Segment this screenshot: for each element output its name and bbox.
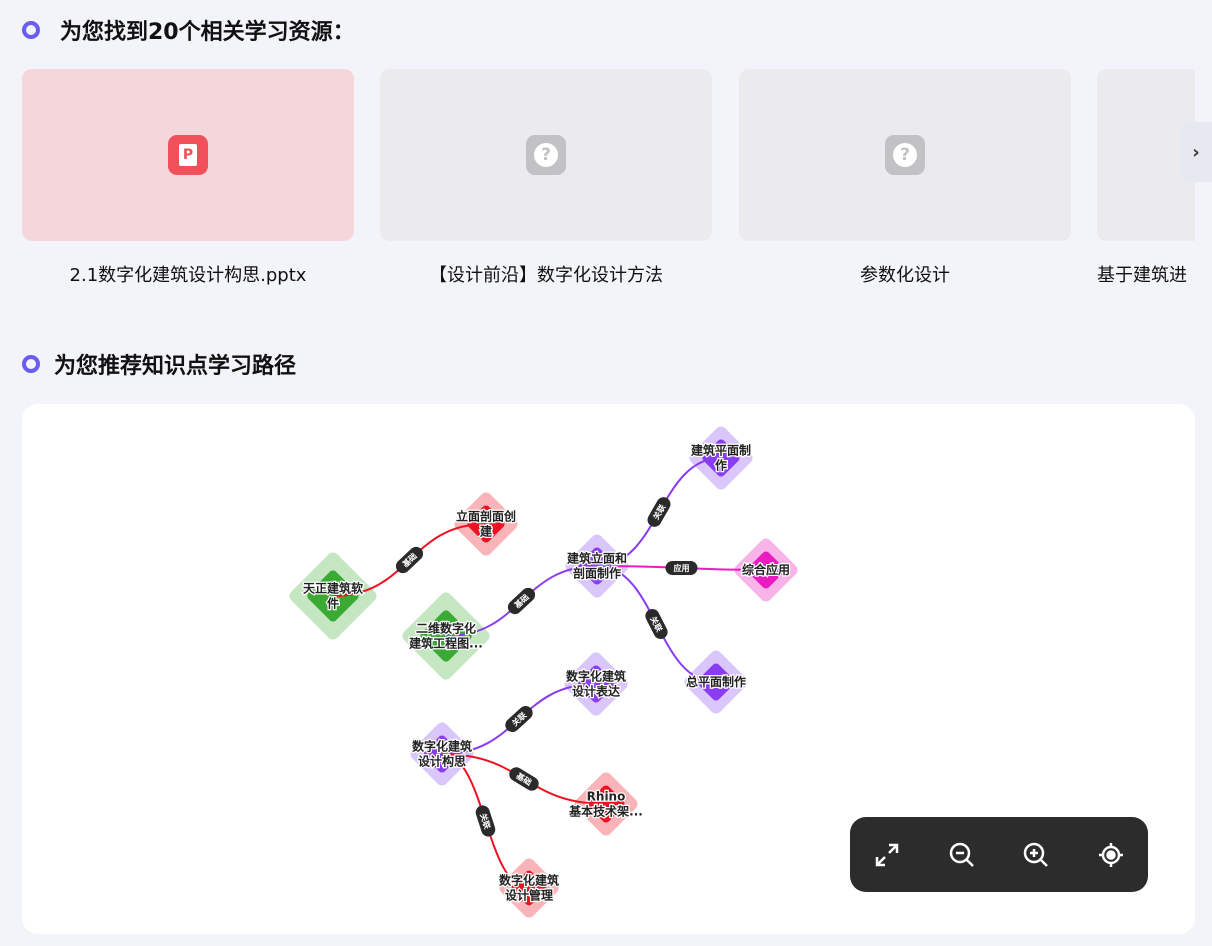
resource-name[interactable]: 【设计前沿】数字化设计方法 (429, 265, 663, 286)
center-button[interactable] (1093, 837, 1129, 873)
zoom-in-button[interactable] (1018, 837, 1054, 873)
chevron-right-icon: › (1192, 141, 1200, 163)
section-bullet-icon (22, 355, 40, 373)
zoom-out-icon (949, 842, 974, 867)
resource-card[interactable]: ? 参数化设计 (739, 69, 1071, 287)
resource-name[interactable]: 基于建筑进 (1097, 265, 1187, 286)
zoom-in-icon (1024, 842, 1049, 867)
path-heading: 为您推荐知识点学习路径 (22, 348, 296, 380)
graph-edge-label: 基础 (509, 767, 539, 791)
resource-thumbnail[interactable]: P (22, 69, 354, 241)
graph-node-label: 综合应用 (742, 562, 790, 577)
unknown-file-icon: ? (885, 135, 925, 175)
graph-edge-label: 关联 (645, 608, 668, 640)
graph-node-label: 立面剖面创建 (456, 509, 516, 539)
resource-thumbnail[interactable]: ? (739, 69, 1071, 241)
resource-carousel: P 2.1数字化建筑设计构思.pptx ? 【设计前沿】数字化设计方法 ? 参数… (22, 69, 1195, 299)
resource-card[interactable]: P 2.1数字化建筑设计构思.pptx (22, 69, 354, 287)
fullscreen-button[interactable] (869, 837, 905, 873)
graph-edge-label: 基础 (395, 546, 424, 574)
resource-thumbnail[interactable]: ? (380, 69, 712, 241)
graph-node-label: 数字化建筑设计构思 (412, 739, 472, 769)
ppt-icon: P (168, 135, 208, 175)
knowledge-graph-canvas[interactable]: 基础基础关联应用关联关联基础关联天正建筑软件立面剖面创建二维数字化建筑工程图..… (22, 404, 1195, 934)
resource-thumbnail[interactable] (1097, 69, 1195, 241)
graph-edge-label: 基础 (507, 587, 536, 615)
resource-card[interactable]: ? 【设计前沿】数字化设计方法 (380, 69, 712, 287)
resource-card[interactable]: 基于建筑进 (1097, 69, 1195, 287)
graph-edge-label: 关联 (505, 705, 533, 733)
graph-edge-label: 应用 (665, 561, 698, 575)
graph-edge-label: 关联 (647, 497, 671, 527)
graph-controls (850, 817, 1148, 892)
graph-node-label: 建筑平面制作 (690, 443, 751, 473)
graph-node-label: 总平面制作 (686, 674, 746, 689)
expand-icon (876, 843, 899, 866)
locate-icon (1098, 842, 1123, 867)
graph-node-label: 天正建筑软件 (303, 581, 363, 611)
zoom-out-button[interactable] (944, 837, 980, 873)
carousel-next-button[interactable]: › (1180, 122, 1212, 182)
graph-node-label: 数字化建筑设计管理 (499, 873, 559, 903)
graph-node-label: 数字化建筑设计表达 (566, 669, 626, 699)
graph-node-label: 二维数字化建筑工程图... (408, 621, 483, 651)
unknown-file-icon: ? (526, 135, 566, 175)
svg-text:应用: 应用 (674, 563, 690, 573)
resources-heading: 为您找到20个相关学习资源： (22, 14, 355, 46)
resource-name[interactable]: 参数化设计 (860, 265, 950, 286)
svg-text:关联: 关联 (478, 812, 492, 830)
graph-edge-label: 关联 (475, 805, 496, 837)
resource-name[interactable]: 2.1数字化建筑设计构思.pptx (69, 265, 307, 286)
section-bullet-icon (22, 21, 40, 39)
graph-node-label: 建筑立面和剖面制作 (566, 551, 627, 581)
